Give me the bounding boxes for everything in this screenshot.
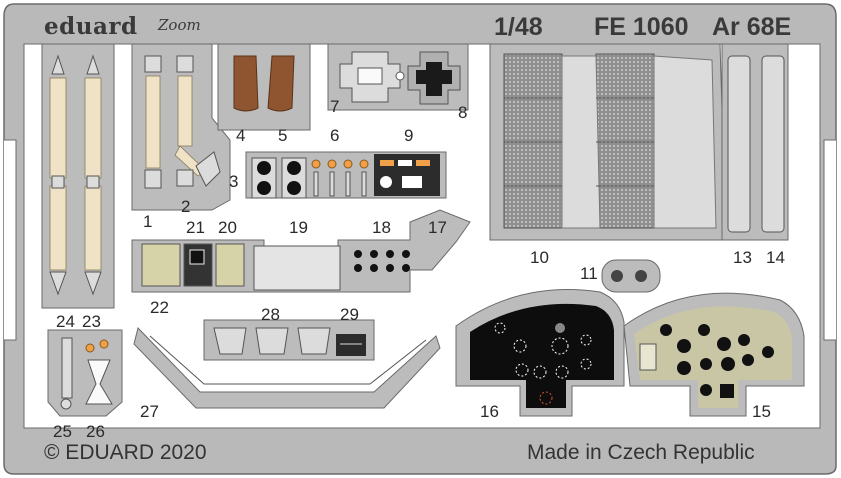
part-25-26 [47,329,123,417]
part-number: 14 [766,248,785,267]
part-number: 1 [143,212,153,231]
part-number: 23 [82,312,101,331]
part-number: 18 [372,218,391,237]
part-number: 11 [580,264,598,283]
part-7-8-crosses [327,43,469,111]
part-number: 15 [752,402,771,421]
part-4-5-cushions [217,43,311,131]
part-number: 2 [181,197,191,216]
part-number: 3 [229,172,239,191]
part-number: 5 [278,126,288,145]
part-11 [601,259,661,293]
brand-logo: eduard [44,13,138,40]
part-number: 25 [53,422,72,441]
part-number: 7 [330,97,340,116]
part-number: 10 [530,248,549,267]
part-number: 27 [140,402,159,421]
model-name: Ar 68E [712,13,792,41]
part-13-14-strips [721,43,789,241]
product-code: FE 1060 [594,13,689,41]
part-number: 28 [261,305,280,324]
part-number: 22 [150,298,169,317]
part-3-6-9-strip [245,151,447,199]
part-15-panel [623,292,805,417]
part-16-panel [455,289,625,417]
part-number: 16 [480,402,499,421]
part-number: 26 [86,422,105,441]
part-number: 13 [733,248,752,267]
part-1-2-harness [131,43,231,211]
origin-text: Made in Czech Republic [527,441,755,464]
part-27-frame [133,327,441,409]
part-number: 9 [404,126,414,145]
part-number: 4 [236,126,246,145]
part-number: 29 [340,305,359,324]
part-number: 6 [330,126,340,145]
part-28-29 [203,319,375,361]
part-24-23-belts [41,43,115,309]
part-10-mesh [489,43,727,241]
zoom-logo: Zoom [158,16,201,34]
copyright-text: © EDUARD 2020 [44,441,207,464]
scale-label: 1/48 [494,13,543,41]
part-number: 21 [186,218,205,237]
part-number: 24 [56,312,75,331]
part-number: 17 [428,218,447,237]
part-17-22-strip [131,209,471,293]
part-number: 8 [458,103,468,122]
part-number: 20 [218,218,237,237]
part-number: 19 [289,218,308,237]
